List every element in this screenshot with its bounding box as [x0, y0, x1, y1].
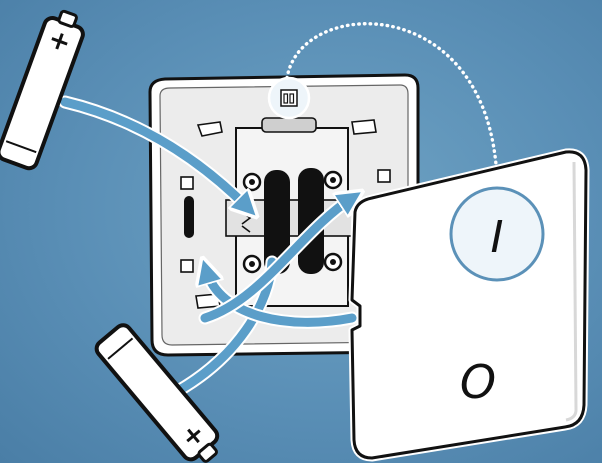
off-symbol: O	[460, 355, 496, 409]
insertion-arrows	[58, 95, 352, 405]
on-symbol: I	[491, 212, 504, 263]
switch-cover: I O	[348, 148, 590, 462]
battery-orientation-icon	[280, 89, 298, 107]
battery-top-left: +	[0, 9, 85, 171]
dotted-callout-line	[285, 22, 499, 182]
orientation-callout	[267, 22, 499, 182]
magnified-symbol-circle	[449, 186, 545, 282]
battery-bottom-left: +	[94, 323, 220, 463]
